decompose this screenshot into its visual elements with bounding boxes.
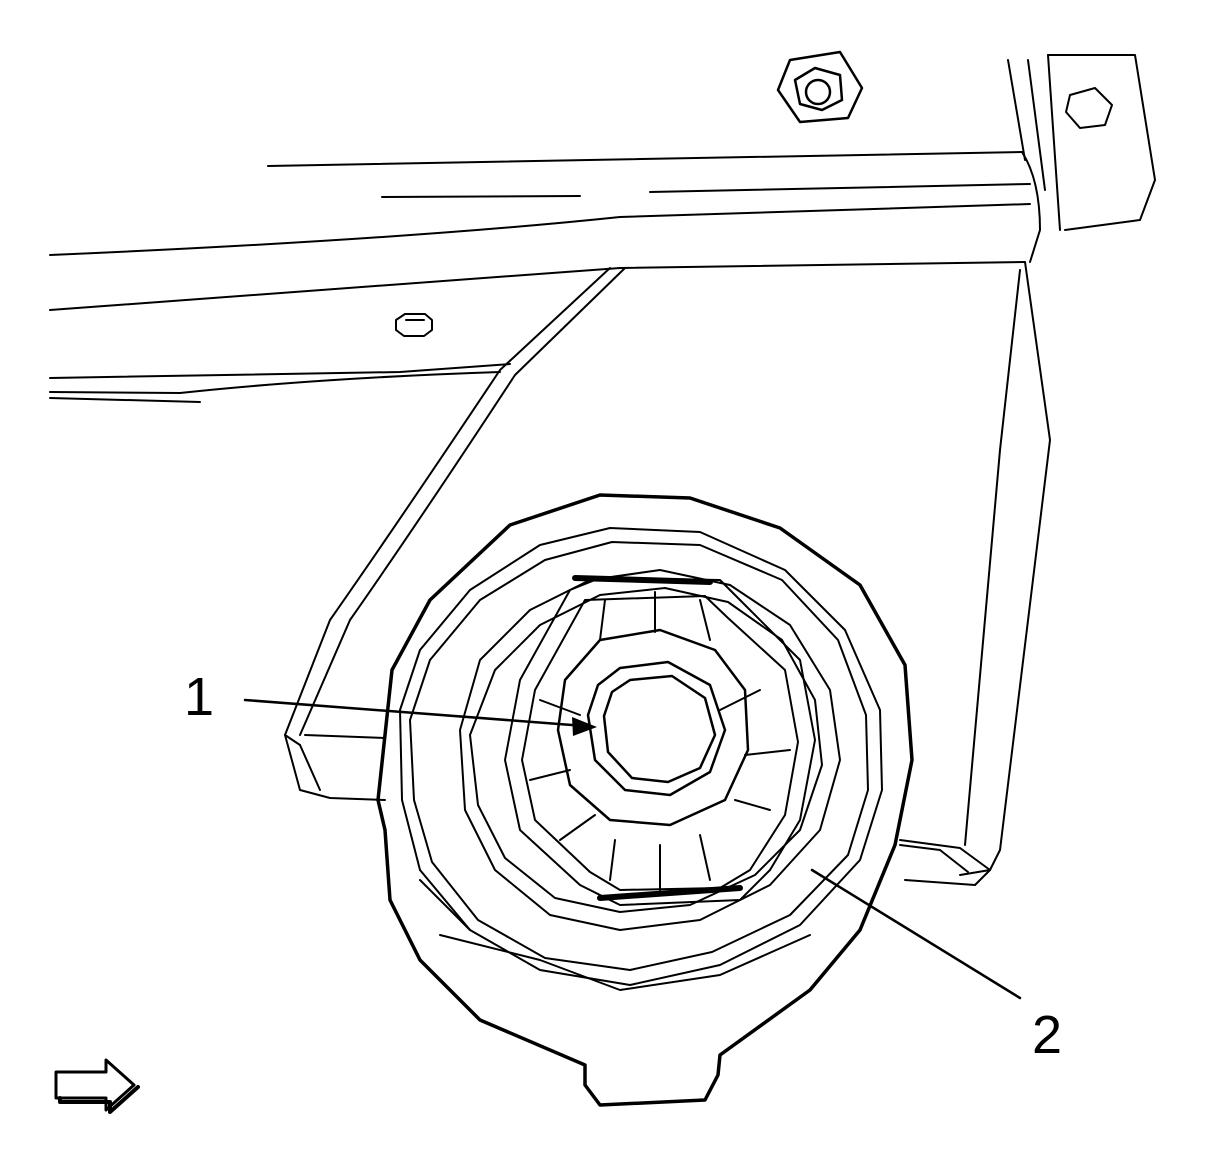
right-arrow-icon — [54, 1058, 140, 1114]
center-nut-hex — [556, 628, 750, 827]
crossmember — [284, 261, 1051, 886]
callout-label-1: 1 — [184, 667, 215, 727]
bushing-cage — [504, 575, 816, 906]
callout-leader-1 — [243, 698, 597, 736]
mount-bushing — [376, 493, 914, 1107]
callout-leader-2 — [810, 868, 1022, 1000]
top-nut — [776, 50, 864, 124]
frame-rail — [49, 54, 1061, 403]
small-fastener — [395, 313, 433, 337]
callout-label-2: 2 — [1032, 1005, 1063, 1065]
upper-bracket — [1047, 54, 1156, 231]
